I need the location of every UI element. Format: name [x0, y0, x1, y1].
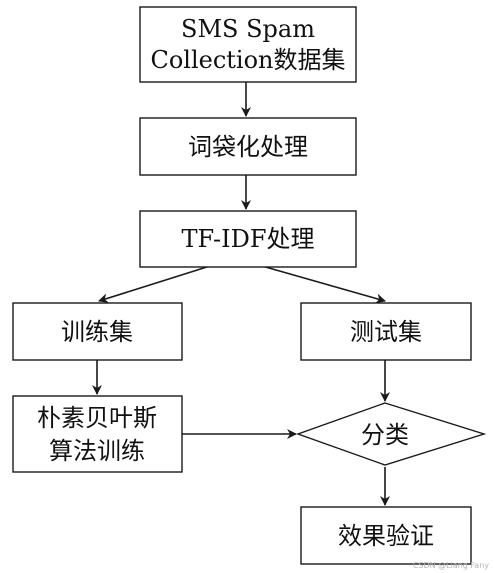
- edge-tfidf-to-train: [98, 265, 211, 304]
- node-test-label: 测试集: [350, 318, 422, 346]
- node-validate-label: 效果验证: [338, 522, 434, 550]
- node-classify-label: 分类: [361, 421, 409, 449]
- node-nb-line-1: 朴素贝叶斯: [37, 404, 157, 432]
- node-dataset-line-2: Collection数据集: [150, 46, 345, 74]
- node-dataset: SMS Spam Collection数据集: [139, 6, 357, 83]
- node-naive-bayes: 朴素贝叶斯 算法训练: [12, 395, 183, 473]
- node-tfidf: TF-IDF处理: [139, 210, 357, 268]
- node-train-label: 训练集: [61, 318, 133, 346]
- edge-tfidf-to-test: [261, 265, 386, 304]
- node-dataset-line-1: SMS Spam: [181, 15, 315, 43]
- node-tfidf-label: TF-IDF处理: [181, 225, 314, 253]
- node-bow-label: 词袋化处理: [188, 133, 308, 161]
- node-classify: 分类: [295, 402, 487, 466]
- node-test-set: 测试集: [300, 302, 472, 361]
- node-nb-line-2: 算法训练: [49, 437, 145, 465]
- node-validate: 效果验证: [300, 506, 472, 565]
- node-train-set: 训练集: [12, 302, 183, 361]
- watermark: CSDN @Liang Fany: [412, 561, 489, 570]
- node-bag-of-words: 词袋化处理: [139, 117, 357, 176]
